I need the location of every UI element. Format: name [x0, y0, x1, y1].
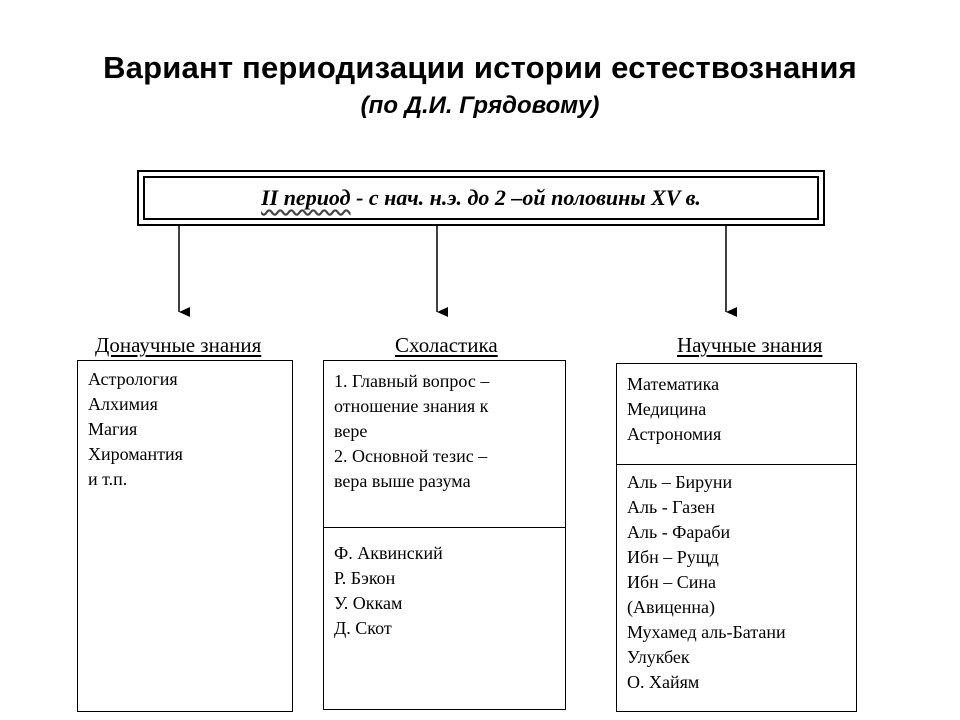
list-item: Аль - Фараби [627, 522, 731, 542]
list-item: (Авиценна) [627, 597, 715, 617]
list-item: Улукбек [627, 647, 690, 667]
period-box: II период - с нач. н.э. до 2 –ой половин… [143, 176, 819, 220]
list-item: вере [334, 421, 368, 441]
period-box-frame [137, 170, 825, 226]
list-prescientific: Астрология Алхимия Магия Хиромантия и т.… [78, 361, 292, 500]
list-item: отношение знания к [334, 396, 489, 416]
section-divider [617, 464, 856, 465]
list-scholasticism-theses: 1. Главный вопрос – отношение знания к в… [324, 361, 565, 502]
list-item: Ибн – Сина [627, 572, 717, 592]
list-item: Ф. Аквинский [334, 543, 443, 563]
list-item: 1. Главный вопрос – [334, 371, 490, 391]
list-item: вера выше разума [334, 471, 471, 491]
list-item: Р. Бэкон [334, 568, 396, 588]
list-item: Медицина [627, 399, 707, 419]
box-scholasticism: 1. Главный вопрос – отношение знания к в… [323, 360, 566, 710]
column-title-prescientific: Донаучные знания [95, 333, 262, 357]
list-item: Д. Скот [334, 618, 392, 638]
list-item: 2. Основной тезис – [334, 446, 488, 466]
slide-subtitle: (по Д.И. Грядовому) [360, 92, 600, 119]
list-item: Аль - Газен [627, 497, 715, 517]
list-item: Алхимия [88, 394, 158, 414]
list-item: Ибн – Рущд [627, 547, 719, 567]
list-item: Аль – Бируни [627, 472, 733, 492]
list-item: Астрология [88, 369, 178, 389]
list-item: Мухамед аль-Батани [627, 622, 786, 642]
list-item: Астрономия [627, 424, 722, 444]
list-item: У. Оккам [334, 593, 403, 613]
list-scholasticism-thinkers: Ф. Аквинский Р. Бэкон У. Оккам Д. Скот [324, 537, 453, 649]
box-prescientific: Астрология Алхимия Магия Хиромантия и т.… [77, 360, 293, 712]
list-item: О. Хайям [627, 672, 700, 692]
list-scientific-scholars: Аль – Бируни Аль - Газен Аль - Фараби Иб… [617, 466, 796, 703]
slide-title: Вариант периодизации истории естествозна… [103, 50, 857, 85]
list-item: Магия [88, 419, 138, 439]
list-item: Хиромантия [88, 444, 183, 464]
box-scientific: Математика Медицина Астрономия Аль – Бир… [616, 363, 857, 712]
period-range: - с нач. н.э. до 2 –ой половины XV в. [350, 185, 701, 210]
column-title-scholasticism: Схоластика [395, 333, 498, 357]
column-title-scientific: Научные знания [677, 333, 823, 357]
list-scientific-fields: Математика Медицина Астрономия [617, 364, 856, 455]
list-item: и т.п. [88, 469, 128, 489]
list-item: Математика [627, 374, 720, 394]
section-divider [324, 527, 565, 528]
period-label: II период [261, 185, 351, 210]
